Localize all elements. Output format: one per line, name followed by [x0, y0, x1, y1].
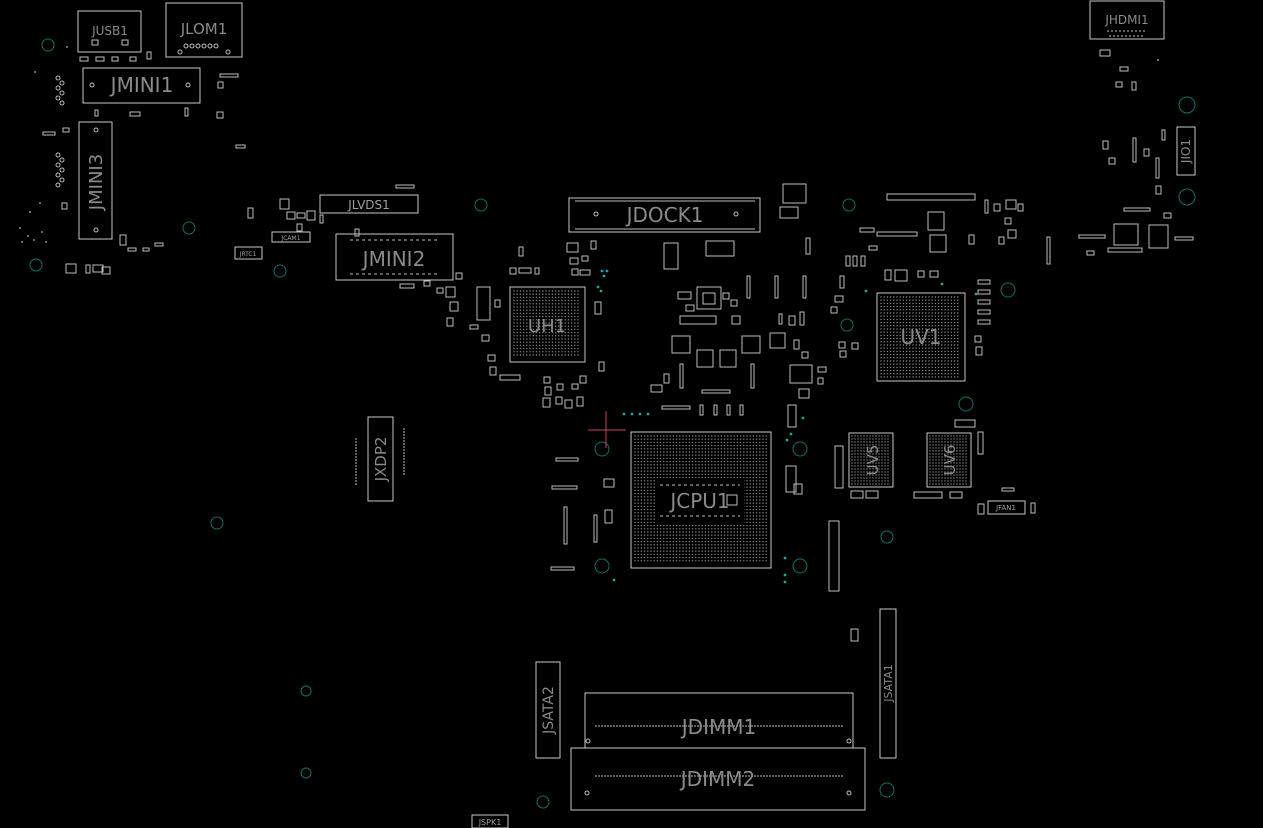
jsata2-connector[interactable]: JSATA2 [535, 661, 561, 759]
jlom1-label: JLOM1 [180, 20, 228, 38]
left-edge-pads [55, 75, 65, 188]
jmini3-label: JMINI3 [86, 154, 107, 211]
uh1-label: UH1 [528, 316, 566, 337]
jio1-connector[interactable]: JIO1 [1176, 126, 1196, 176]
jdimm2-label: JDIMM2 [679, 767, 755, 791]
jlom1-connector[interactable]: JLOM1 [165, 2, 243, 58]
jlvds1-connector[interactable]: JLVDS1 [319, 194, 419, 214]
jcpu1-socket[interactable]: JCPU1 [630, 431, 772, 569]
jdimm1-slot[interactable]: JDIMM1 [584, 692, 854, 749]
uv6-chip[interactable]: UV6 [926, 432, 972, 488]
jdimm2-slot[interactable]: JDIMM2 [570, 747, 866, 811]
jcam1-label: JCAM1 [280, 235, 300, 242]
jfan1-connector[interactable]: JFAN1 [987, 500, 1026, 515]
uh1-chip[interactable]: UH1 [509, 286, 586, 363]
jmini2-connector[interactable]: JMINI2 [335, 233, 454, 281]
uv6-label: UV6 [941, 445, 959, 476]
jdimm1-label: JDIMM1 [680, 715, 756, 739]
jhdmi1-label: JHDMI1 [1104, 13, 1148, 27]
jrtc1-connector[interactable]: JRTC1 [234, 246, 263, 260]
jdock1-label: JDOCK1 [625, 203, 704, 227]
vias [596, 269, 978, 584]
jcam1-connector[interactable]: JCAM1 [271, 231, 311, 243]
jlvds1-label: JLVDS1 [347, 198, 390, 212]
jhdmi1-connector[interactable]: JHDMI1 [1089, 0, 1165, 40]
passive-components [42, 49, 1194, 642]
jusb1-label: JUSB1 [91, 24, 128, 38]
jmini1-label: JMINI1 [109, 73, 174, 97]
jsata2-label: JSATA2 [541, 686, 557, 735]
jsata1-connector[interactable]: JSATA1 [879, 608, 897, 759]
jxdp2-connector[interactable]: JXDP2 [355, 416, 405, 502]
uv1-label: UV1 [900, 325, 941, 349]
jmini2-label: JMINI2 [361, 247, 426, 271]
jfan1-label: JFAN1 [995, 504, 1016, 512]
jdock1-connector[interactable]: JDOCK1 [568, 197, 761, 233]
left-test-points [19, 46, 1159, 243]
jcpu1-label: JCPU1 [668, 489, 729, 513]
jio1-label: JIO1 [1179, 139, 1193, 164]
jusb1-connector[interactable]: JUSB1 [77, 10, 142, 53]
jrtc1-label: JRTC1 [239, 251, 257, 258]
uv5-chip[interactable]: UV5 [848, 432, 894, 488]
jspk1-label: JSPK1 [478, 818, 502, 827]
uv5-label: UV5 [864, 445, 882, 476]
jmini3-connector[interactable]: JMINI3 [78, 121, 113, 240]
jxdp2-label: JXDP2 [372, 437, 390, 483]
jsata1-label: JSATA1 [882, 664, 895, 703]
uv1-chip[interactable]: UV1 [876, 292, 966, 382]
jspk1-connector[interactable]: JSPK1 [471, 814, 509, 828]
crosshair-cursor [588, 411, 626, 448]
mounting-holes [29, 38, 1196, 809]
jmini1-connector[interactable]: JMINI1 [82, 67, 201, 104]
